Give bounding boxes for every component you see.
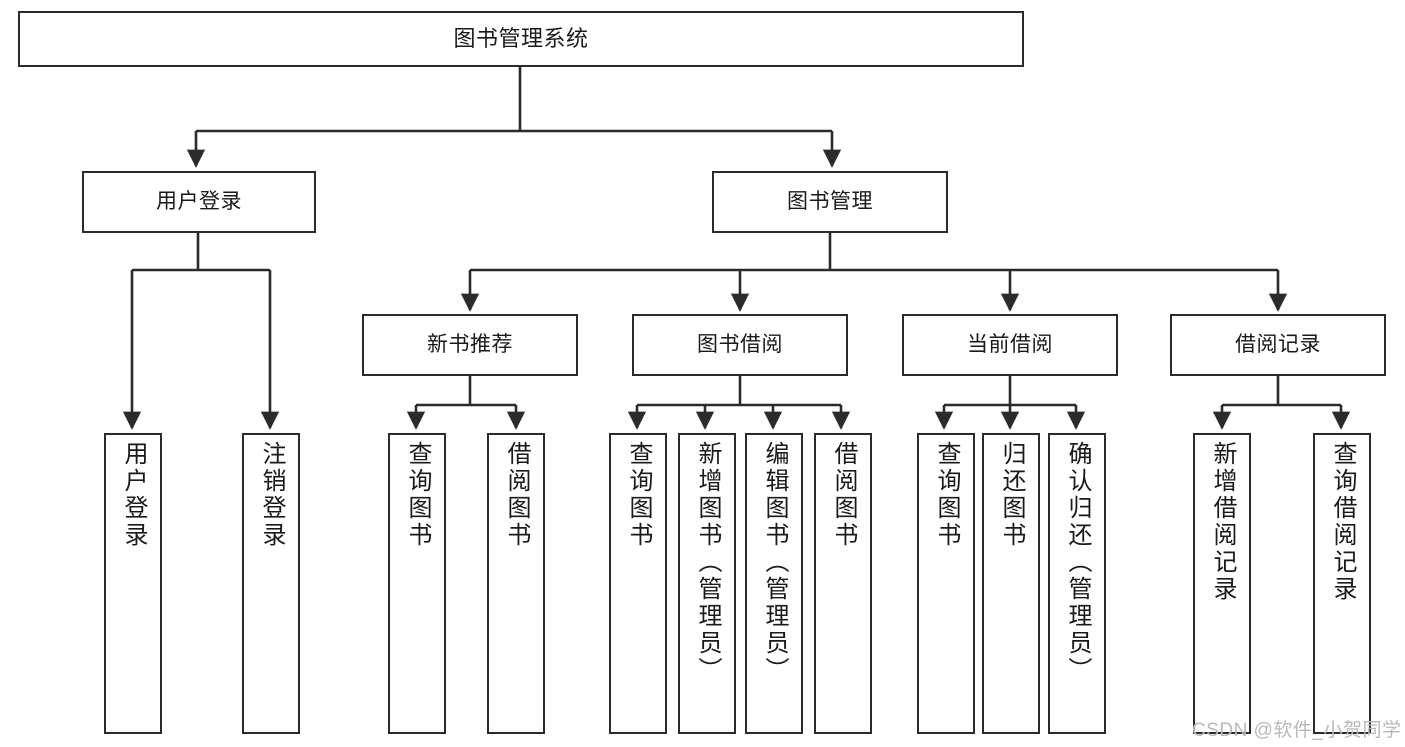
node-book-management[interactable]: 图书管理 <box>712 171 948 233</box>
node-leaf-edit-book-admin[interactable]: 编辑图书（管理员） <box>745 433 803 734</box>
node-leaf-logout[interactable]: 注销登录 <box>242 433 300 734</box>
node-label: 用户登录 <box>156 189 242 213</box>
node-label: 借阅记录 <box>1235 332 1321 356</box>
node-leaf-return-book[interactable]: 归还图书 <box>982 433 1040 734</box>
node-label: 查询图书 <box>625 441 652 549</box>
node-leaf-query-book-borrowing[interactable]: 查询图书 <box>609 433 667 734</box>
node-label: 图书管理系统 <box>453 26 589 52</box>
node-leaf-query-book-new-book[interactable]: 查询图书 <box>388 433 446 734</box>
node-label: 新书推荐 <box>427 332 513 356</box>
node-root-book-management-system[interactable]: 图书管理系统 <box>18 11 1024 67</box>
node-leaf-add-book-admin[interactable]: 新增图书（管理员） <box>678 433 736 734</box>
node-label: 查询图书 <box>404 441 431 549</box>
node-label: 新增借阅记录 <box>1209 441 1236 603</box>
node-leaf-confirm-return-admin[interactable]: 确认归还（管理员） <box>1048 433 1106 734</box>
node-leaf-user-login[interactable]: 用户登录 <box>104 433 162 734</box>
node-label: 图书借阅 <box>697 332 783 356</box>
node-label: 当前借阅 <box>967 332 1053 356</box>
node-label: 用户登录 <box>120 441 147 549</box>
node-leaf-query-book-current[interactable]: 查询图书 <box>917 433 975 734</box>
node-label: 注销登录 <box>258 441 285 549</box>
node-current-borrowing[interactable]: 当前借阅 <box>902 314 1118 376</box>
node-new-book-recommendation[interactable]: 新书推荐 <box>362 314 578 376</box>
node-user-login[interactable]: 用户登录 <box>82 171 316 233</box>
node-label: 编辑图书（管理员） <box>761 441 788 684</box>
node-leaf-borrow-book-new-book[interactable]: 借阅图书 <box>487 433 545 734</box>
node-label: 图书管理 <box>787 189 873 213</box>
node-borrowing-record[interactable]: 借阅记录 <box>1170 314 1386 376</box>
node-label: 归还图书 <box>998 441 1025 549</box>
node-label: 查询借阅记录 <box>1329 441 1356 603</box>
node-label: 确认归还（管理员） <box>1064 441 1091 684</box>
node-leaf-query-borrow-record[interactable]: 查询借阅记录 <box>1313 433 1371 734</box>
node-label: 借阅图书 <box>503 441 530 549</box>
node-book-borrowing[interactable]: 图书借阅 <box>632 314 848 376</box>
node-label: 查询图书 <box>933 441 960 549</box>
csdn-watermark: CSDN @软件_小贺同学 <box>1192 720 1402 741</box>
node-leaf-borrow-book-borrowing[interactable]: 借阅图书 <box>814 433 872 734</box>
node-label: 新增图书（管理员） <box>694 441 721 684</box>
node-leaf-add-borrow-record[interactable]: 新增借阅记录 <box>1193 433 1251 734</box>
node-label: 借阅图书 <box>830 441 857 549</box>
